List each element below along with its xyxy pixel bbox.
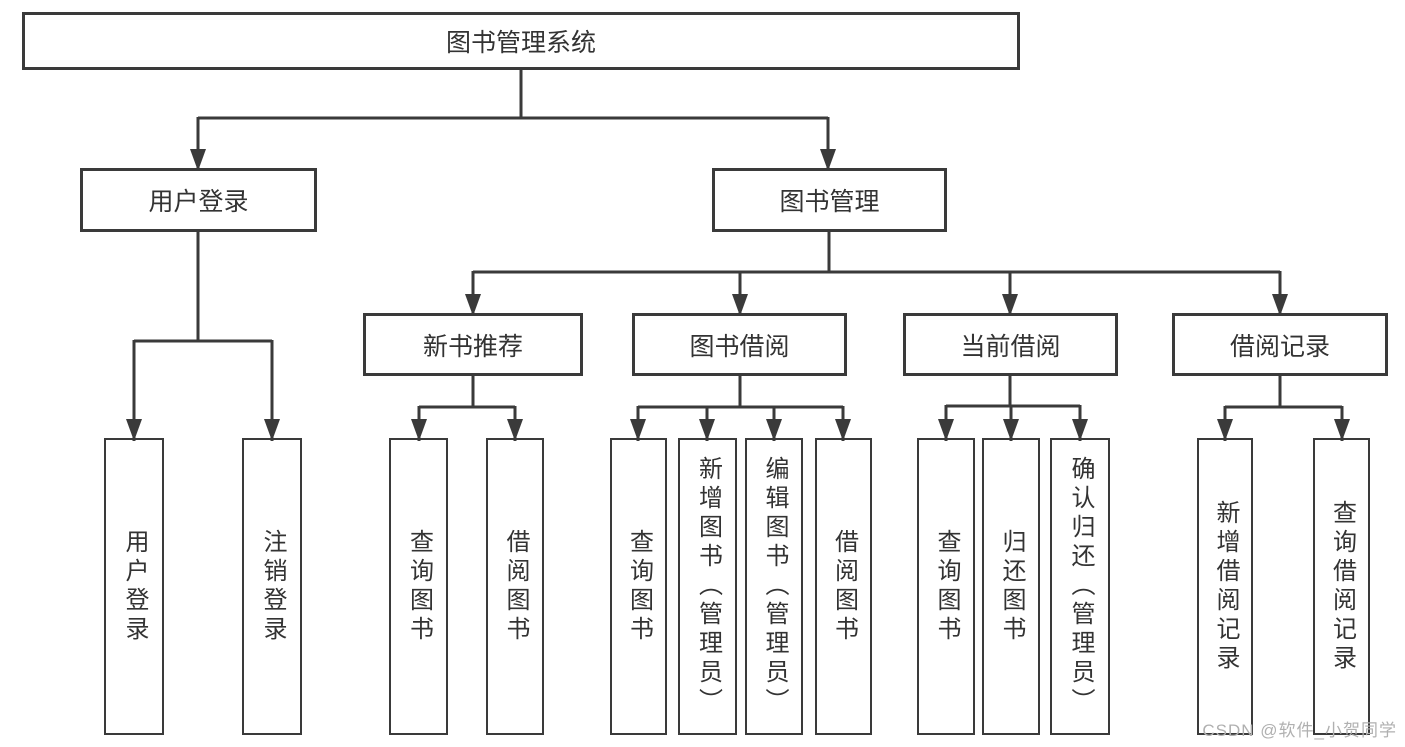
node-borrow-records: 借阅记录 bbox=[1172, 313, 1388, 376]
leaf-user-login-label: 用户登录 bbox=[121, 528, 148, 645]
leaf-borrow-books-label: 借阅图书 bbox=[830, 528, 858, 645]
leaf-user-login: 用户登录 bbox=[104, 438, 164, 735]
connector-book-management-group bbox=[473, 232, 1280, 274]
leaf-borrow-books: 借阅图书 bbox=[815, 438, 872, 735]
leaf-logout-label: 注销登录 bbox=[259, 528, 286, 645]
node-new-book-recommend: 新书推荐 bbox=[363, 313, 583, 376]
leaf-add-book-admin: 新增图书（管理员） bbox=[678, 438, 737, 735]
node-borrow-records-label: 借阅记录 bbox=[1229, 332, 1330, 361]
leaf-query-books-borrow: 查询图书 bbox=[610, 438, 667, 735]
node-current-borrow: 当前借阅 bbox=[903, 313, 1118, 376]
leaf-query-books-current-label: 查询图书 bbox=[933, 528, 960, 645]
leaf-borrow-books-recommend: 借阅图书 bbox=[486, 438, 544, 735]
watermark: CSDN @软件_小贺同学 bbox=[1202, 721, 1397, 740]
node-new-book-recommend-label: 新书推荐 bbox=[422, 332, 523, 361]
node-book-borrow-label: 图书借阅 bbox=[689, 332, 790, 361]
leaf-logout: 注销登录 bbox=[242, 438, 302, 735]
connector-root-to-level2 bbox=[198, 70, 828, 120]
leaf-query-books-recommend-label: 查询图书 bbox=[405, 528, 433, 645]
connector-user-login-group bbox=[134, 232, 272, 343]
leaf-query-books-current: 查询图书 bbox=[917, 438, 975, 735]
connector-borrow-records-group bbox=[1225, 376, 1342, 409]
leaf-confirm-return-admin: 确认归还（管理员） bbox=[1050, 438, 1110, 735]
leaf-edit-book-admin: 编辑图书（管理员） bbox=[745, 438, 803, 735]
leaf-return-book-label: 归还图书 bbox=[998, 528, 1025, 645]
leaf-query-borrow-record: 查询借阅记录 bbox=[1313, 438, 1370, 735]
connector-new-book-recommend-group bbox=[419, 376, 515, 409]
node-root: 图书管理系统 bbox=[22, 12, 1020, 70]
leaf-borrow-books-recommend-label: 借阅图书 bbox=[502, 528, 529, 645]
node-book-management: 图书管理 bbox=[712, 168, 947, 232]
leaf-add-book-admin-label: 新增图书（管理员） bbox=[694, 456, 722, 717]
leaf-query-books-borrow-label: 查询图书 bbox=[625, 528, 653, 645]
node-user-login: 用户登录 bbox=[80, 168, 317, 232]
connector-current-borrow-group bbox=[946, 376, 1080, 408]
node-book-borrow: 图书借阅 bbox=[632, 313, 847, 376]
leaf-add-borrow-record-label: 新增借阅记录 bbox=[1212, 499, 1239, 674]
node-book-management-label: 图书管理 bbox=[779, 188, 880, 216]
connector-book-borrow-group bbox=[638, 376, 843, 409]
node-current-borrow-label: 当前借阅 bbox=[960, 332, 1061, 361]
leaf-edit-book-admin-label: 编辑图书（管理员） bbox=[761, 456, 788, 717]
leaf-query-borrow-record-label: 查询借阅记录 bbox=[1328, 499, 1356, 674]
leaf-add-borrow-record: 新增借阅记录 bbox=[1197, 438, 1253, 735]
leaf-return-book: 归还图书 bbox=[982, 438, 1040, 735]
node-root-label: 图书管理系统 bbox=[445, 29, 596, 57]
leaf-query-books-recommend: 查询图书 bbox=[389, 438, 448, 735]
node-user-login-label: 用户登录 bbox=[148, 188, 249, 216]
leaf-confirm-return-admin-label: 确认归还（管理员） bbox=[1067, 456, 1094, 717]
